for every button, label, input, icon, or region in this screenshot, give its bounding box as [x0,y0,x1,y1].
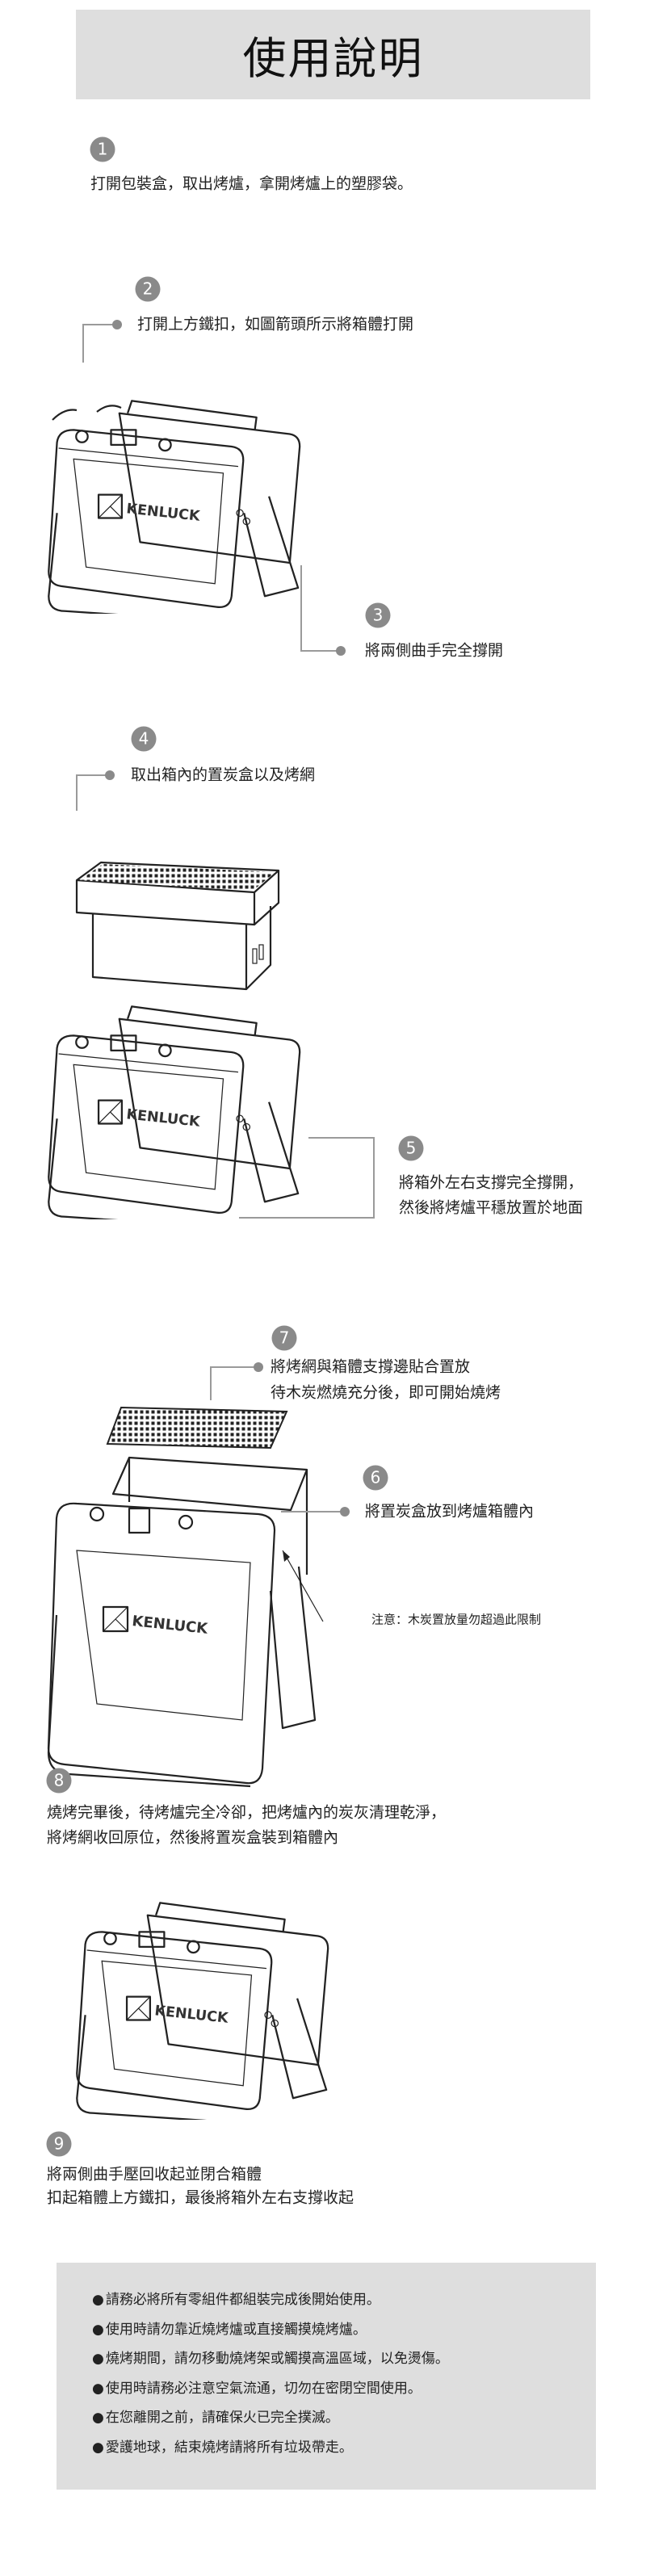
step-9-badge: 9 [46,2131,72,2157]
notice-item: 使用時請勿靠近燒烤爐或直接觸摸燒烤爐。 [92,2315,596,2345]
step-1-badge: 1 [90,136,115,162]
leader-line [76,774,78,811]
arrow-icon [283,1550,290,1562]
step-4-badge: 4 [131,726,157,752]
grill-grate-illustration [106,1406,288,1450]
leader-dot [105,770,115,780]
bracket-line [239,1217,375,1219]
page-title: 使用說明 [242,33,424,84]
step-8-text-line-2: 將烤網收回原位，然後將置炭盒裝到箱體內 [47,1828,339,1847]
leader-line [82,324,117,325]
step-7-text-line-2: 待木炭燃燒充分後，即可開始燒烤 [271,1383,501,1402]
notice-item: 燒烤期間，請勿移動燒烤架或觸摸高溫區域，以免燙傷。 [92,2344,596,2374]
leader-dot [254,1362,263,1372]
arrow-left-icon [52,409,78,421]
leader-dot [340,1507,350,1517]
safety-notice-box: 請務必將所有零組件都組裝完成後開始使用。 使用時請勿靠近燒烤爐或直接觸摸燒烤爐。… [57,2263,596,2490]
step-2-badge: 2 [135,276,161,302]
step-5-text-line-2: 然後將烤爐平穩放置於地面 [399,1198,584,1217]
step-7-text-line-1: 將烤網與箱體支撐邊貼合置放 [271,1357,471,1376]
grill-closed-illustration [48,400,301,614]
grill-with-charcoal-box-illustration: KENLUCK [47,1456,324,1788]
bracket-line [373,1137,375,1219]
step-3-badge: 3 [365,602,391,628]
notice-item: 使用時請務必注意空氣流通，切勿在密閉空間使用。 [92,2374,596,2404]
leader-line [300,565,302,651]
grill-closed-final-illustration [76,1902,329,2120]
bracket-line [308,1137,375,1139]
leader-line [300,650,341,652]
step-3-text: 將兩側曲手完全撐開 [365,641,504,660]
step-2-text: 打開上方鐵扣，如圖箭頭所示將箱體打開 [137,315,414,334]
charcoal-box-illustration [75,861,280,991]
page-header: 使用說明 [76,10,590,99]
grill-open-illustration [48,1005,301,1219]
leader-line [281,1511,345,1512]
step-7-badge: 7 [271,1325,297,1351]
leader-line [76,774,110,776]
brand-logo-text: KENLUCK [131,1613,209,1638]
step-9-text-line-1: 將兩側曲手壓回收起並閉合箱體 [47,2165,262,2184]
leader-dot [336,646,346,656]
step-6-text: 將置炭盒放到烤爐箱體內 [365,1502,535,1521]
step-9-text-line-2: 扣起箱體上方鐵扣，最後將箱外左右支撐收起 [47,2188,354,2207]
notice-item: 請務必將所有零組件都組裝完成後開始使用。 [92,2285,596,2315]
arrow-right-icon [96,405,122,413]
notice-item: 愛護地球，結束燒烤請將所有垃圾帶走。 [92,2433,596,2463]
step-5-badge: 5 [398,1135,424,1161]
leader-line [82,324,84,363]
notice-item: 在您離開之前，請確保火已完全撲滅。 [92,2403,596,2433]
step-4-text: 取出箱內的置炭盒以及烤網 [131,766,316,784]
step-5-text-line-1: 將箱外左右支撐完全撐開， [399,1173,584,1192]
step-8-text-line-1: 燒烤完畢後，待烤爐完全冷卻，把烤爐內的炭灰清理乾淨， [47,1803,447,1822]
leader-line [210,1366,212,1400]
step-6-badge: 6 [363,1465,388,1491]
step-8-badge: 8 [46,1768,72,1794]
charcoal-limit-note: 注意：木炭置放量勿超過此限制 [371,1612,542,1627]
step-1-text: 打開包裝盒，取出烤爐，拿開烤爐上的塑膠袋。 [90,174,413,193]
leader-dot [112,320,122,329]
leader-line [210,1366,257,1368]
